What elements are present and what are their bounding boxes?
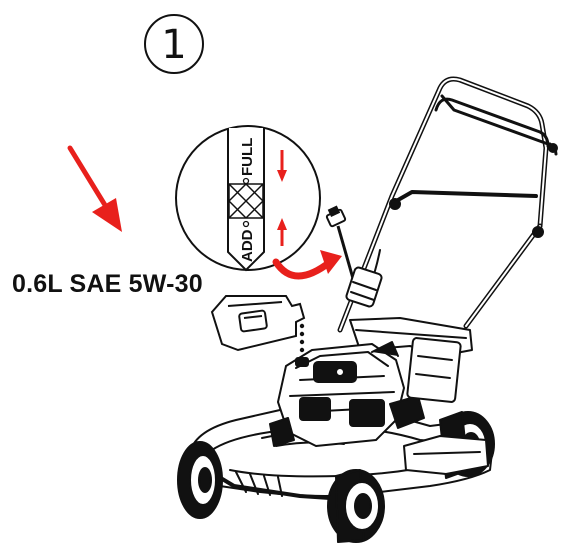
dipstick-icon — [325, 205, 356, 283]
lawn-mower-illustration — [177, 76, 558, 543]
level-range-arrow-icon — [277, 150, 287, 246]
step-number: 1 — [161, 22, 186, 68]
dipstick-gauge-magnifier: FULL ADD — [175, 125, 321, 272]
rear-chute — [403, 337, 489, 475]
red-pointer-arrow-icon — [67, 145, 122, 232]
front-right-wheel — [327, 469, 385, 543]
full-mark-label: FULL — [239, 138, 256, 176]
mower-engine — [269, 341, 425, 447]
front-left-wheel — [177, 441, 223, 519]
crosshatch-zone — [228, 183, 264, 219]
step-number-badge: 1 — [144, 14, 204, 74]
add-mark-label: ADD — [239, 229, 256, 262]
oil-bottle-icon — [210, 295, 306, 352]
oil-pour-dots — [299, 323, 305, 353]
mower-handle — [337, 76, 558, 333]
oil-spec-label: 0.6L SAE 5W-30 — [12, 270, 203, 298]
twist-dipstick-arrow-icon — [272, 250, 342, 280]
